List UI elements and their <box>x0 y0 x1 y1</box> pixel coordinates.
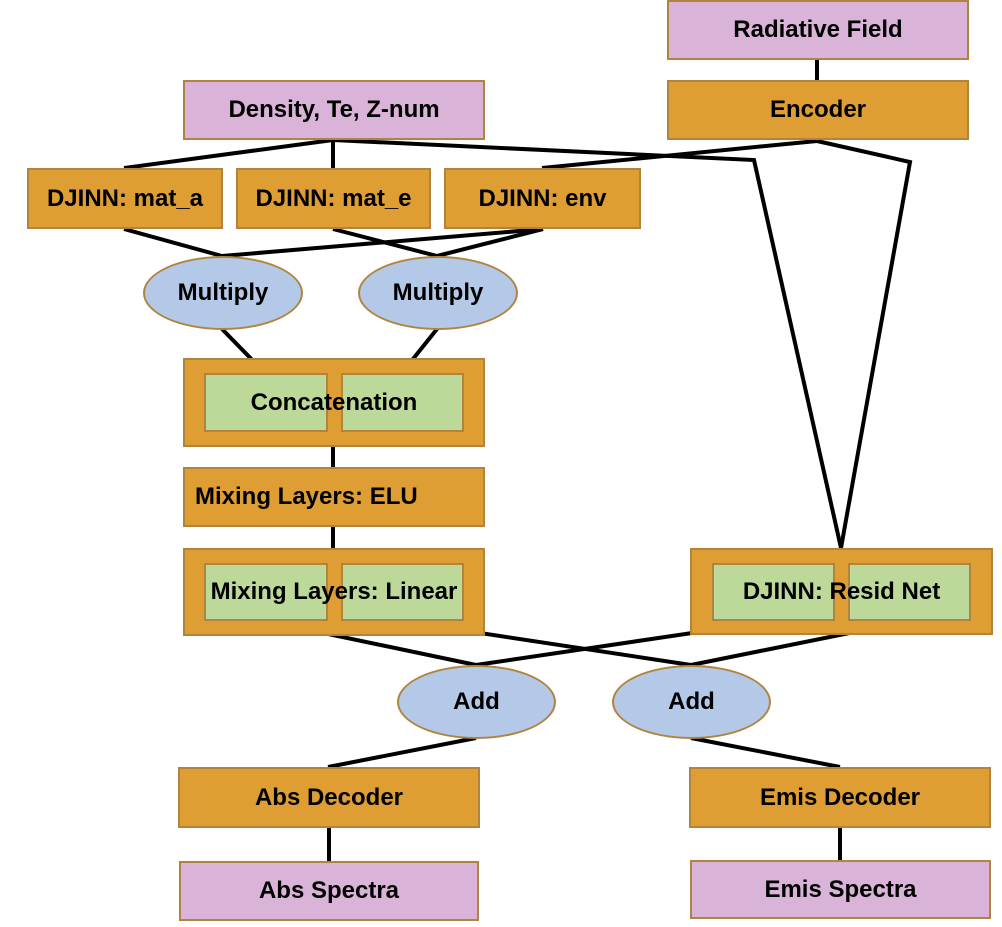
djinn-resid-left-block <box>712 563 835 621</box>
edge-inputs-to-mat-a <box>123 138 334 170</box>
mixing-elu-node: Mixing Layers: ELU <box>183 467 485 527</box>
djinn-env-node: DJINN: env <box>444 168 641 229</box>
mixing-linear-right-block <box>341 563 464 621</box>
djinn-resid-right-block <box>848 563 971 621</box>
add-1-node: Add <box>397 665 556 739</box>
concatenation-left-block <box>204 373 328 432</box>
edge-encoder-to-resid <box>816 139 913 549</box>
abs-spectra-node: Abs Spectra <box>179 861 479 921</box>
multiply-1-node: Multiply <box>143 256 303 330</box>
djinn-mat-e-node: DJINN: mat_e <box>236 168 431 229</box>
edge-add-2-to-emis-decoder <box>690 736 841 769</box>
edge-env-to-multiply-2 <box>436 227 544 258</box>
edge-mat-e-to-multiply-2 <box>332 227 438 258</box>
emis-decoder-node: Emis Decoder <box>689 767 991 828</box>
add-2-node: Add <box>612 665 771 739</box>
edge-encoder-to-env <box>541 139 818 170</box>
mixing-linear-left-block <box>204 563 328 621</box>
djinn-mat-a-node: DJINN: mat_a <box>27 168 223 229</box>
radiative-field-node: Radiative Field <box>667 0 969 60</box>
emis-spectra-node: Emis Spectra <box>690 860 991 919</box>
edge-mat-a-to-multiply-1 <box>123 227 223 258</box>
abs-decoder-node: Abs Decoder <box>178 767 480 828</box>
multiply-2-node: Multiply <box>358 256 518 330</box>
edge-inputs-to-resid <box>332 138 843 549</box>
inputs-node: Density, Te, Z-num <box>183 80 485 140</box>
concatenation-right-block <box>341 373 464 432</box>
edge-add-1-to-abs-decoder <box>327 736 477 769</box>
encoder-node: Encoder <box>667 80 969 140</box>
